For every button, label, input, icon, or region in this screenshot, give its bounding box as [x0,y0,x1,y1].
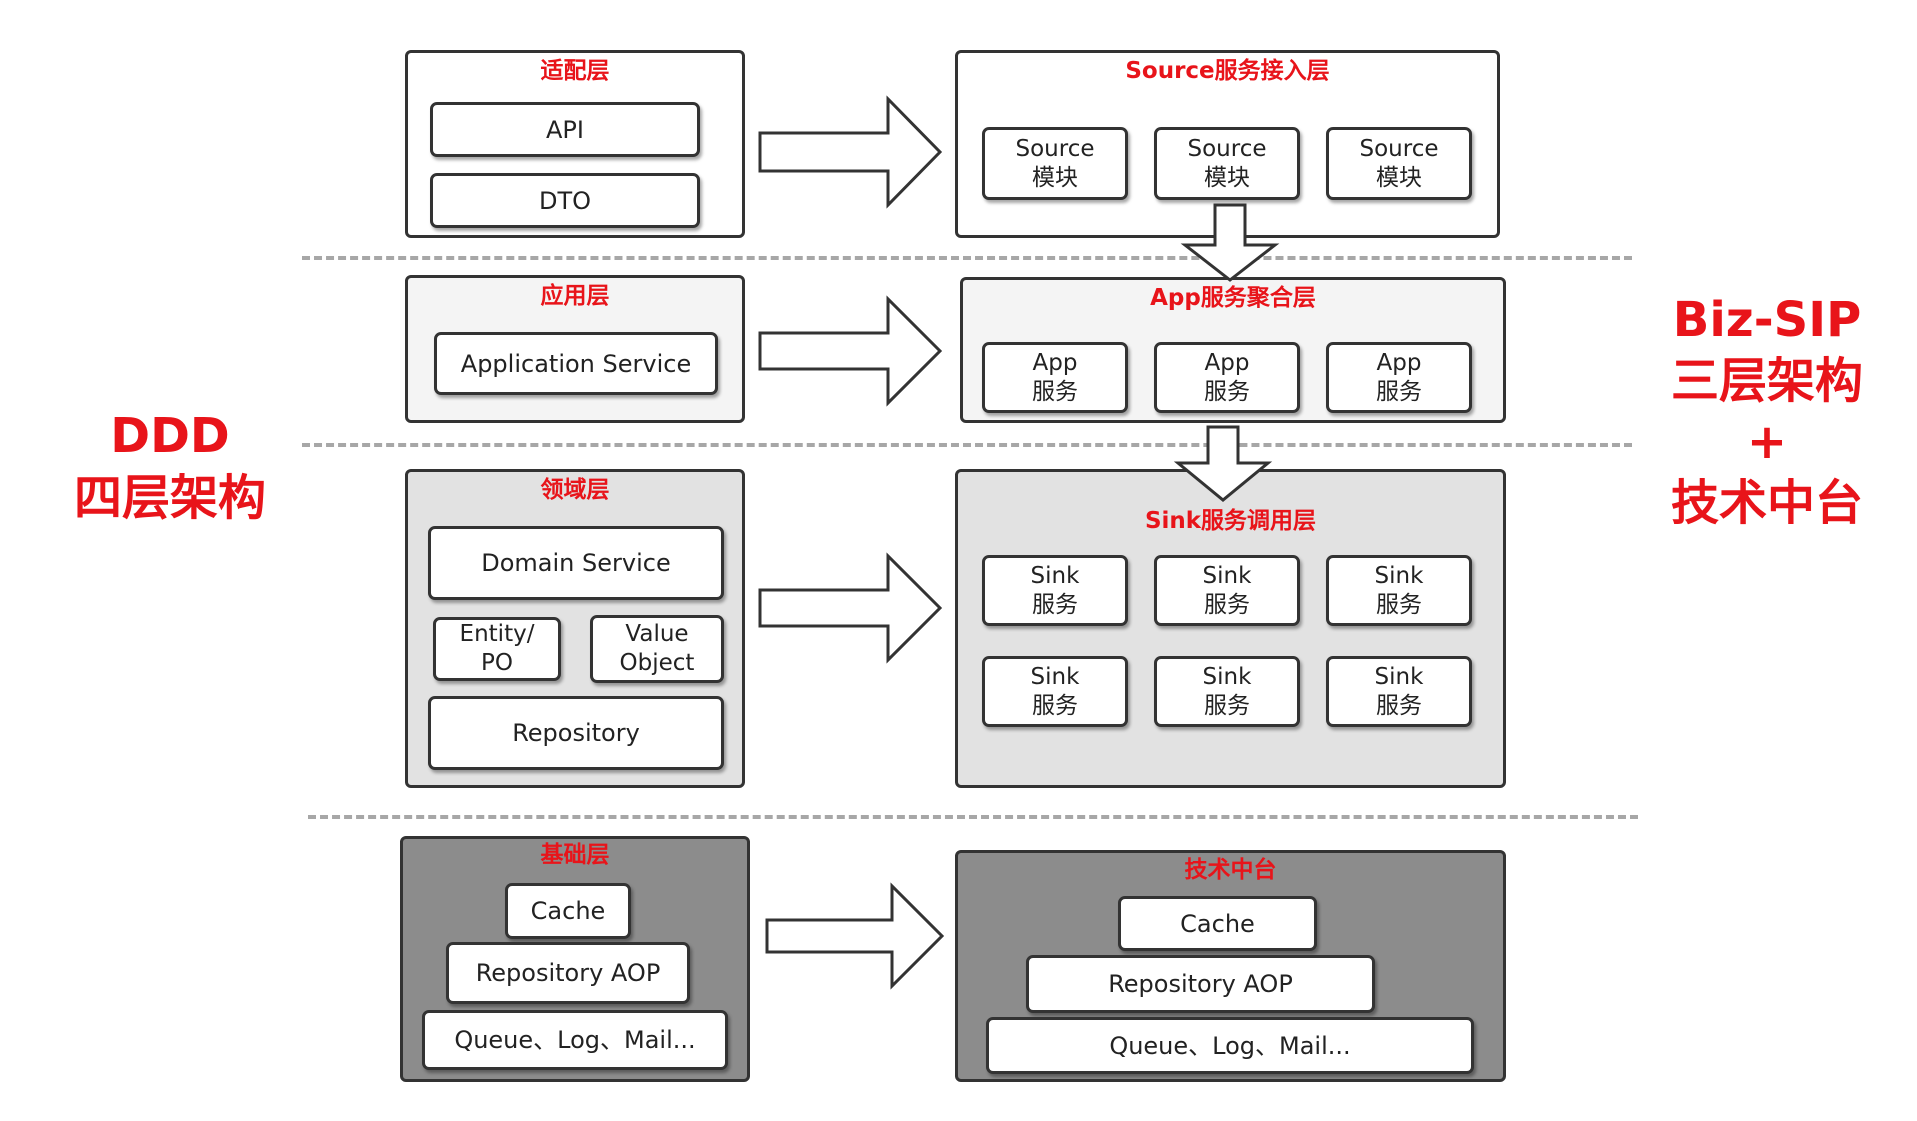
tech-platform-panel: 技术中台 Cache Repository AOP Queue、Log、Mail… [955,850,1506,1082]
arrow-right-icon [758,295,943,407]
bizsip-label: Biz-SIP 三层架构 + 技术中台 [1652,290,1882,534]
layer-separator-1 [302,256,1632,260]
source-module-box-1: Source 模块 [982,127,1128,200]
source-module-box-3: Source 模块 [1326,127,1472,200]
sink-service-4-line1: Sink [1030,663,1080,690]
app-service-box-3: App 服务 [1326,342,1472,413]
value-object-box: Value Object [590,615,724,683]
domain-layer-panel: 领域层 Domain Service Entity/ PO Value Obje… [405,469,745,788]
app-service-2-line2: 服务 [1204,378,1250,405]
sink-service-6-line2: 服务 [1376,692,1422,719]
entity-label-line1: Entity/ [459,621,535,647]
sink-service-box-1: Sink 服务 [982,555,1128,626]
repository-label: Repository [512,719,640,747]
sink-service-box-2: Sink 服务 [1154,555,1300,626]
arrow-down-icon [1173,425,1273,502]
sink-layer-panel: Sink服务调用层 Sink 服务 Sink 服务 Sink 服务 Sink 服… [955,469,1506,788]
repository-aop-box: Repository AOP [446,942,690,1004]
ddd-label: DDD 四层架构 [60,405,280,529]
source-module-3-line1: Source [1359,135,1439,162]
sink-service-box-6: Sink 服务 [1326,656,1472,727]
queue-log-mail-label: Queue、Log、Mail... [454,1026,696,1054]
sink-service-2-line1: Sink [1202,562,1252,589]
sink-service-box-4: Sink 服务 [982,656,1128,727]
adapter-layer-panel: 适配层 API DTO [405,50,745,238]
sink-service-box-5: Sink 服务 [1154,656,1300,727]
repository-box: Repository [428,696,724,770]
application-layer-title: 应用层 [540,283,610,309]
sink-layer-title: Sink服务调用层 [1144,508,1317,534]
sink-service-1-line1: Sink [1030,562,1080,589]
ddd-label-line1: DDD [110,408,230,464]
arrow-right-icon [765,882,945,990]
domain-layer-title: 领域层 [540,477,610,503]
tech-cache-label: Cache [1180,909,1255,938]
sink-service-3-line1: Sink [1374,562,1424,589]
tech-queue-log-mail-label: Queue、Log、Mail... [1109,1031,1351,1060]
layer-separator-2 [302,443,1632,447]
arrow-right-icon [758,95,943,209]
value-object-line1: Value [625,621,689,647]
app-service-3-line2: 服务 [1376,378,1422,405]
api-label: API [546,115,584,144]
sink-service-2-line2: 服务 [1204,591,1250,618]
dto-label: DTO [538,186,592,215]
sink-service-5-line2: 服务 [1204,692,1250,719]
sink-service-5-line1: Sink [1202,663,1252,690]
source-module-box-2: Source 模块 [1154,127,1300,200]
app-service-box-2: App 服务 [1154,342,1300,413]
ddd-label-line2: 四层架构 [73,470,266,526]
application-service-box: Application Service [434,332,718,395]
domain-service-label: Domain Service [481,549,671,577]
app-service-box-1: App 服务 [982,342,1128,413]
cache-box: Cache [505,883,631,939]
app-service-1-line2: 服务 [1032,378,1078,405]
sink-service-1-line2: 服务 [1032,591,1078,618]
entity-label-line2: PO [481,650,513,676]
source-module-1-line1: Source [1015,135,1095,162]
app-service-3-line1: App [1376,349,1422,376]
tech-repository-aop-box: Repository AOP [1026,955,1375,1013]
app-service-1-line1: App [1032,349,1078,376]
tech-queue-log-mail-box: Queue、Log、Mail... [986,1017,1474,1074]
source-module-1-line2: 模块 [1032,164,1078,191]
api-box: API [430,102,700,157]
value-object-line2: Object [619,650,695,676]
queue-log-mail-box: Queue、Log、Mail... [422,1010,728,1070]
bizsip-label-line3: 技术中台 [1670,475,1863,531]
app-layer-title: App服务聚合层 [1150,285,1316,311]
cache-label: Cache [530,897,606,925]
source-layer-title: Source服务接入层 [1125,58,1330,84]
layer-separator-3 [308,815,1638,819]
sink-service-6-line1: Sink [1374,663,1424,690]
sink-service-3-line2: 服务 [1376,591,1422,618]
domain-service-box: Domain Service [428,526,724,600]
repository-aop-label: Repository AOP [475,959,661,987]
bizsip-label-plus: + [1746,414,1788,470]
infrastructure-layer-title: 基础层 [540,842,610,868]
bizsip-label-line2: 三层架构 [1670,353,1863,409]
bizsip-label-line1: Biz-SIP [1672,292,1862,348]
adapter-layer-title: 适配层 [540,58,610,84]
app-service-2-line1: App [1204,349,1250,376]
arrow-down-icon [1180,203,1280,282]
entity-po-box: Entity/ PO [433,617,561,681]
source-module-2-line1: Source [1187,135,1267,162]
tech-platform-title: 技术中台 [1184,857,1277,883]
sink-service-box-3: Sink 服务 [1326,555,1472,626]
infrastructure-layer-panel: 基础层 Cache Repository AOP Queue、Log、Mail.… [400,836,750,1082]
application-layer-panel: 应用层 Application Service [405,275,745,423]
sink-service-4-line2: 服务 [1032,692,1078,719]
tech-repository-aop-label: Repository AOP [1108,970,1293,998]
source-module-3-line2: 模块 [1376,164,1422,191]
arrow-right-icon [758,552,943,664]
dto-box: DTO [430,173,700,228]
tech-cache-box: Cache [1118,896,1317,951]
source-module-2-line2: 模块 [1204,164,1250,191]
application-service-label: Application Service [460,349,692,378]
